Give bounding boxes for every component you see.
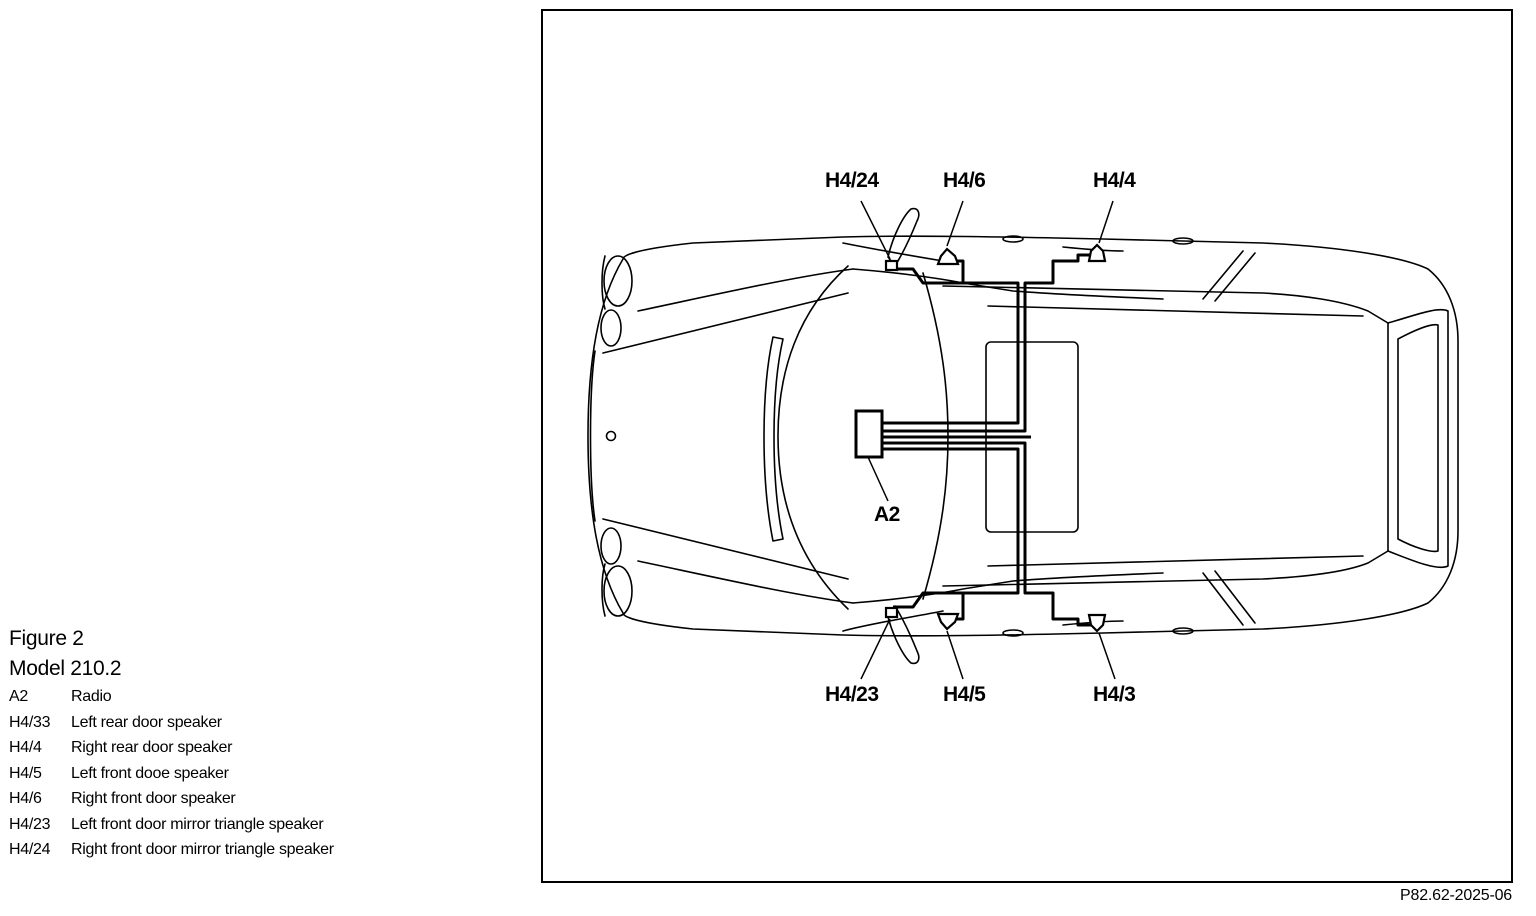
wire [893,591,1018,609]
legend-desc: Right rear door speaker [71,739,233,756]
leader-h4-6 [946,200,964,247]
legend-code: H4/24 [9,841,51,858]
callout-h4-3: H4/3 [1093,683,1136,706]
legend-code: H4/6 [9,790,42,807]
headlight [600,309,622,347]
legend-code: H4/33 [9,713,51,731]
legend-desc: Right front door speaker [71,790,236,807]
legend-item: H4/4 Right rear door speaker [9,735,429,761]
leader-h4-5 [946,630,964,680]
legend-item: H4/24 Right front door mirror triangle s… [9,837,429,863]
headlight [603,565,633,617]
callout-h4-5: H4/5 [943,683,986,706]
rear-window [1387,308,1449,569]
speaker-h4-3 [1087,613,1107,633]
legend-desc: Left front dooe speaker [71,764,229,782]
legend-item: H4/5 Left front dooe speaker [9,761,429,787]
legend-code: H4/23 [9,815,51,833]
callout-h4-6: H4/6 [943,169,986,192]
legend-item: H4/33 Left rear door speaker [9,710,429,736]
callout-a2: A2 [874,503,900,526]
legend-desc: Radio [71,688,112,705]
legend-desc: Left rear door speaker [71,713,222,731]
leader-h4-4 [1098,200,1114,244]
legend-item: H4/23 Left front door mirror triangle sp… [9,812,429,838]
emblem [605,430,617,442]
legend-code: H4/5 [9,764,42,782]
mirror-right [887,207,920,267]
figure-title: Figure 2 [9,627,84,650]
callout-h4-23: H4/23 [825,683,879,706]
mirror-left [887,605,920,665]
wire [893,267,1018,285]
legend-desc: Right front door mirror triangle speaker [71,841,334,858]
speaker-h4-24 [884,259,899,272]
legend-item: A2 Radio [9,684,429,710]
legend-code: A2 [9,688,28,705]
car-body-outline [587,235,1459,637]
reference-code: P82.62-2025-06 [1400,887,1512,904]
leader-h4-23 [860,618,891,680]
rear-glass [1397,323,1439,553]
speaker-h4-4 [1087,243,1107,263]
figure-model: Model 210.2 [9,657,122,680]
speaker-h4-6 [936,247,960,266]
speaker-h4-23 [884,606,899,619]
legend-item: H4/6 Right front door speaker [9,786,429,812]
speaker-h4-5 [936,612,960,631]
leader-a2 [867,456,889,502]
callout-h4-4: H4/4 [1093,169,1136,192]
wire [881,253,1091,433]
legend-desc: Left front door mirror triangle speaker [71,815,324,833]
wire [881,441,1091,627]
radio-a2 [854,409,884,459]
roof-outline [942,285,1389,587]
leader-h4-3 [1098,632,1116,680]
leader-h4-24 [860,200,891,260]
callout-h4-24: H4/24 [825,169,879,192]
car-wiring-diagram [587,200,1459,680]
legend-code: H4/4 [9,739,42,756]
diagram-frame: H4/24 H4/6 H4/4 H4/23 H4/5 H4/3 A2 [541,9,1513,883]
legend: Figure 2 Model 210.2 A2 Radio H4/33 Left… [9,624,429,863]
hood-vent [763,336,784,542]
headlight [600,527,622,565]
headlight [603,255,633,307]
